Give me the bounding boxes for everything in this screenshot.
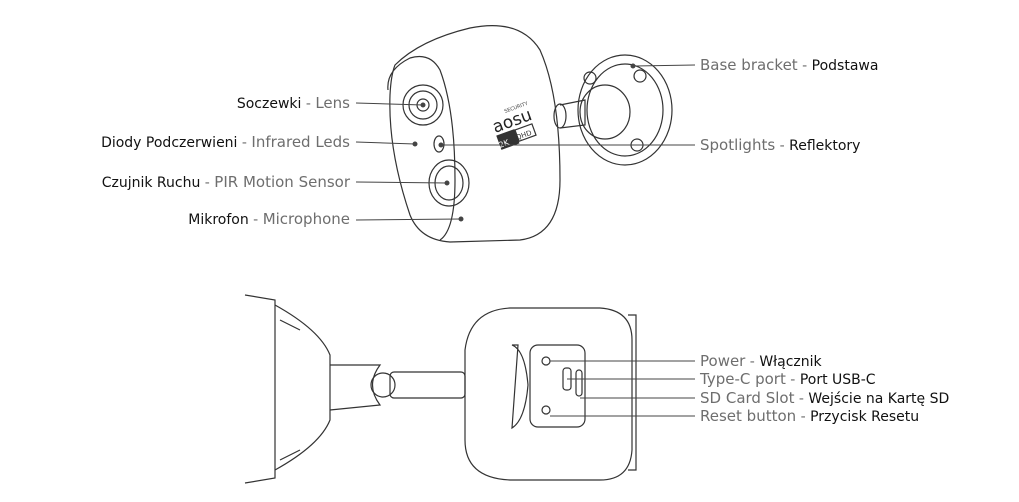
separator: - — [794, 391, 809, 407]
label-type-c-port: Type-C port - Port USB-C — [700, 370, 876, 389]
label-pl: Soczewki — [236, 96, 302, 112]
separator: - — [796, 409, 811, 425]
label-en: Type-C port — [700, 370, 786, 388]
label-en: Power — [700, 352, 746, 370]
label-power: Power - Włącznik — [700, 352, 822, 371]
label-pl: Diody Podczerwieni — [101, 135, 238, 151]
badge-2k: 2K — [498, 138, 511, 150]
label-spotlights: Spotlights - Reflektory — [700, 136, 860, 155]
separator: - — [248, 212, 263, 228]
label-pl: Mikrofon — [188, 212, 249, 228]
label-pl: Przycisk Resetu — [810, 409, 920, 425]
label-infrared-leds: Diody Podczerwieni - Infrared Leds — [101, 133, 350, 152]
bottom-leader-lines — [550, 360, 695, 417]
label-en: Microphone — [262, 210, 350, 228]
separator: - — [797, 58, 812, 74]
separator: - — [785, 372, 800, 388]
label-lens: Soczewki - Lens — [237, 94, 350, 113]
label-pl: Port USB-C — [799, 372, 876, 388]
top-leader-lines — [355, 63, 696, 222]
separator: - — [775, 138, 790, 154]
label-pl: Włącznik — [759, 354, 822, 370]
aosu-logo: SECURITY aosu 2K QHD — [490, 101, 537, 150]
separator: - — [200, 175, 215, 191]
label-microphone: Mikrofon - Microphone — [188, 210, 350, 229]
label-sd-card-slot: SD Card Slot - Wejście na Kartę SD — [700, 389, 949, 408]
separator: - — [237, 135, 252, 151]
label-en: Reset button — [700, 407, 797, 425]
label-en: PIR Motion Sensor — [214, 173, 350, 191]
label-en: Base bracket — [700, 56, 798, 74]
label-pir-sensor: Czujnik Ruchu - PIR Motion Sensor — [102, 173, 350, 192]
label-pl: Czujnik Ruchu — [101, 175, 201, 191]
camera-side-view — [244, 294, 637, 484]
separator: - — [301, 96, 316, 112]
label-pl: Reflektory — [789, 138, 861, 154]
label-pl: Podstawa — [811, 58, 879, 74]
label-en: Spotlights — [700, 136, 776, 154]
label-en: Infrared Leds — [251, 133, 350, 151]
separator: - — [745, 354, 760, 370]
label-pl: Wejście na Kartę SD — [808, 391, 950, 407]
label-base-bracket: Base bracket - Podstawa — [700, 56, 878, 75]
label-reset-button: Reset button - Przycisk Resetu — [700, 407, 919, 426]
camera-front-view: SECURITY aosu 2K QHD — [387, 25, 673, 243]
label-en: SD Card Slot — [700, 389, 795, 407]
label-en: Lens — [315, 94, 350, 112]
